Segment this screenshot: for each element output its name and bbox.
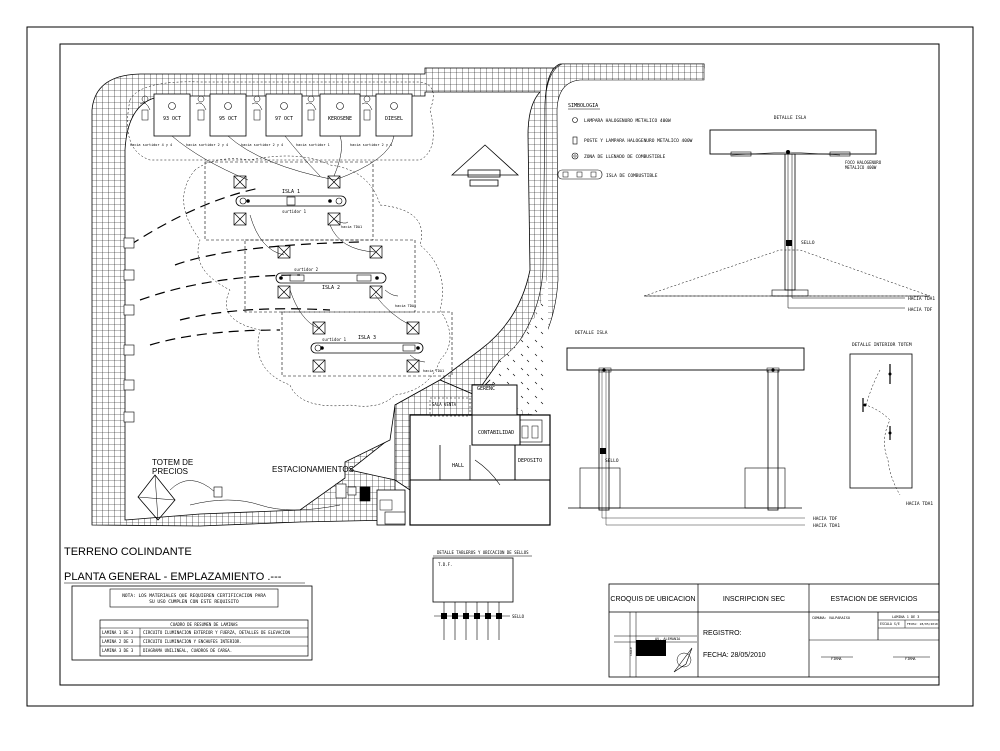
isla-3-label: ISLA 3: [358, 335, 376, 341]
hacia-tdf-label: HACIA TDF: [908, 307, 933, 313]
contabilidad-label: CONTABILIDAD: [478, 430, 514, 436]
firma-1: FIRMA: [831, 657, 842, 661]
fuel-island-icon: [557, 169, 603, 180]
isla-2-surtidor: surtidor 2: [294, 267, 319, 272]
fuel-tank: 95 OCT hacia surtidor 2 y 4: [186, 93, 247, 147]
terreno-label: TERRENO COLINDANTE: [64, 546, 192, 558]
isla-2-hacia: hacia TDA1: [395, 304, 416, 308]
isla-1: ISLA 1 surtidor 1 hacia TDA1: [233, 175, 362, 229]
lamp-icon: [572, 117, 578, 123]
simbologia-item: ZONA DE LLENADO DE COMBUSTIBLE: [584, 154, 666, 160]
isla-3-hacia: hacia TDA1: [423, 369, 444, 373]
building: GERENC CONTABILIDAD DEPOSITO HALL SALA V…: [376, 384, 551, 526]
lamina-num: LAMINA 2 DE 3: [102, 639, 134, 644]
tank-label: 93 OCT: [163, 116, 181, 122]
totem-hacia-tda: HACIA TDA1: [906, 501, 933, 507]
simbologia-legend: SIMBOLOGIA LAMPARA HALOGENURO METALICO 4…: [557, 103, 693, 180]
tablero-sello: SELLO: [512, 614, 525, 619]
fecha-small-label: FECHA: 28/05/2010: [907, 622, 938, 626]
firma-2: FIRMA: [905, 657, 916, 661]
totem-label-1: TOTEM DE: [152, 458, 193, 467]
calle-label: CALLE: [629, 647, 633, 656]
entry-arrow-icon: [450, 144, 520, 176]
gerencia-label: GERENC: [477, 386, 495, 392]
totem-precios: TOTEM DE PRECIOS: [137, 458, 406, 525]
tank-note: hacia surtidor 2 y 4: [186, 143, 228, 147]
detalle-isla-top: DETALLE ISLA SELLO FOCO HALOGENURO METAL…: [643, 115, 935, 313]
fuel-tank: 97 OCT hacia surtidor 2 y 4: [241, 93, 303, 147]
tank-label: 97 OCT: [275, 116, 293, 122]
planta-general-title: PLANTA GENERAL - EMPLAZAMIENTO .---: [64, 571, 282, 583]
av-label: AV. ALEMANIA: [655, 637, 681, 641]
simbologia-item: ISLA DE COMBUSTIBLE: [606, 173, 658, 179]
isla-3-surtidor: surtidor 1: [322, 337, 347, 342]
isla-3: ISLA 3 surtidor 1 hacia TDA1: [310, 321, 444, 373]
foco-label-2: METALICO 400W: [845, 165, 877, 170]
fuel-tank: 93 OCT hacia surtidor 4 y 4: [130, 93, 191, 147]
detalle-tablero: DETALLE TABLEROS Y UBICACION DE SELLOS T…: [432, 550, 532, 640]
simbologia-item: POSTE Y LAMPARA HALOGENURO METALICO 400W: [584, 138, 693, 144]
canopy-isla-1: [204, 161, 374, 241]
fuel-tank-group: 93 OCT hacia surtidor 4 y 4 95 OCT hacia…: [130, 93, 413, 147]
simbologia-title: SIMBOLOGIA: [568, 103, 598, 109]
detalle-isla-2-title: DETALLE ISLA: [575, 330, 608, 336]
tank-label: DIESEL: [385, 116, 403, 122]
detalle-isla-bottom: DETALLE ISLA SELLO HACIA TDF HACIA TDA1: [566, 330, 840, 529]
laminas-table: CUADRO DE RESUMEN DE LAMINAS LAMINA 1 DE…: [99, 619, 309, 657]
deposito-label: DEPOSITO: [518, 458, 542, 464]
croquis-label: CROQUIS DE UBICACION: [610, 596, 695, 603]
tdf-label: T.D.F.: [438, 562, 452, 567]
title-block: CROQUIS DE UBICACION INSCRIPCION SEC EST…: [608, 583, 940, 678]
tank-label: 95 OCT: [219, 116, 237, 122]
inscripcion-label: INSCRIPCION SEC: [723, 596, 785, 603]
hacia-tda-2: HACIA TDA1: [813, 523, 840, 529]
lamina-num: LAMINA 3 DE 3: [102, 648, 134, 653]
isla-1-surtidor: surtidor 1: [282, 209, 307, 214]
lamina-desc: CIRCUITO ILUMINACION EXTERIOR Y FUERZA, …: [143, 630, 290, 635]
tablero-title: DETALLE TABLEROS Y UBICACION DE SELLOS: [437, 550, 529, 555]
tank-label: KEROSENE: [328, 116, 352, 122]
detalle-isla-title: DETALLE ISLA: [774, 115, 807, 121]
nota-line-2: SU USO CUMPLEN CON ESTE REQUISITO: [149, 599, 239, 605]
tank-note: hacia surtidor 1: [296, 143, 330, 147]
fuel-tank: KEROSENE hacia surtidor 1: [296, 93, 361, 147]
detalle-totem: DETALLE INTERIOR TOTEM HACIA TDA1: [849, 342, 933, 507]
isla-1-hacia: hacia TDA1: [341, 225, 362, 229]
fuel-tank: DIESEL hacia surtidor 2 y 4: [350, 93, 413, 147]
tank-note: hacia surtidor 2 y 4: [241, 143, 283, 147]
estacionamientos-label: ESTACIONAMIENTOS: [272, 465, 354, 474]
nota-line-1: NOTA: LOS MATERIALES QUE REQUIEREN CERTI…: [122, 593, 266, 599]
sala-venta-label: SALA VENTA: [432, 402, 457, 407]
hacia-tdf-2: HACIA TDF: [813, 516, 838, 522]
tank-note: hacia surtidor 4 y 4: [130, 143, 172, 147]
sello-2-label: SELLO: [605, 458, 619, 464]
isla-1-label: ISLA 1: [282, 189, 300, 195]
lamina-desc: CIRCUITO ILUMINACION Y ENCHUFES INTERIOR…: [143, 639, 242, 644]
estacion-label: ESTACION DE SERVICIOS: [831, 596, 918, 603]
lamina-desc: DIAGRAMA UNILINEAL, CUADROS DE CARGA.: [143, 648, 232, 653]
canopy-isla-3: [281, 311, 453, 377]
post-lamp-icon: [572, 136, 578, 145]
isla-2: ISLA 2 surtidor 2 hacia TDA1: [275, 245, 416, 308]
registro-label: REGISTRO:: [703, 630, 742, 637]
simbologia-item: LAMPARA HALOGENURO METALICO 400W: [584, 118, 671, 124]
laminas-title: CUADRO DE RESUMEN DE LAMINAS: [170, 622, 238, 627]
tank-note: hacia surtidor 2 y 4: [350, 143, 392, 147]
totem-label-2: PRECIOS: [152, 467, 188, 476]
hacia-tda-label: HACIA TDA1: [908, 296, 935, 302]
lamina-num: LAMINA 1 DE 3: [102, 630, 134, 635]
isla-2-label: ISLA 2: [322, 285, 340, 291]
totem-detail-title: DETALLE INTERIOR TOTEM: [852, 342, 912, 348]
foco-label-1: FOCO HALOGENURO: [845, 160, 882, 165]
comuna-label: COMUNA: VALPARAISO: [812, 616, 850, 620]
sello-label: SELLO: [801, 240, 815, 246]
north-arrow-icon: [676, 652, 692, 668]
lamina-label: LAMINA 1 DE 3: [892, 615, 919, 619]
fill-zone-icon: [571, 152, 579, 160]
hall-label: HALL: [452, 463, 464, 469]
escala-label: ESCALA S/E: [880, 622, 900, 626]
fecha-label: FECHA: 28/05/2010: [703, 652, 766, 659]
